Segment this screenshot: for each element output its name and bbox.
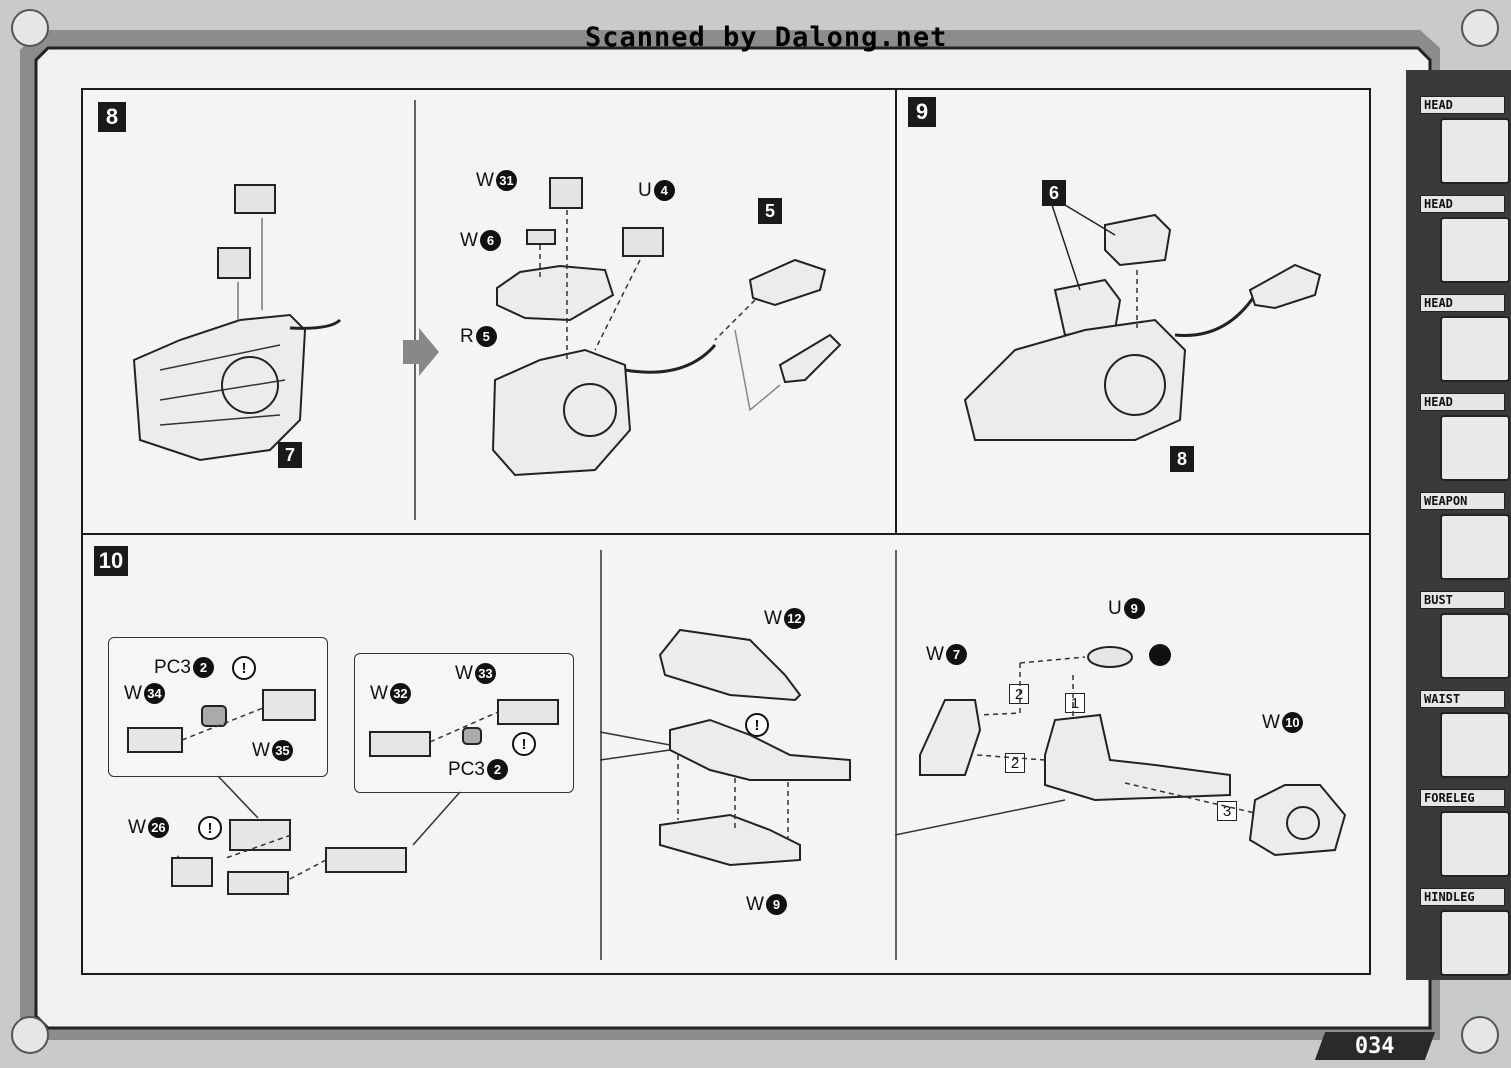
step-9-assembly-drawing <box>963 204 1322 441</box>
tab-label: HINDLEG <box>1420 888 1505 906</box>
warning-icon: ! <box>512 732 536 756</box>
sequence-marker-2a: 2 <box>1009 684 1029 704</box>
waist-icon <box>1440 712 1510 778</box>
step-9-ref-8: 8 <box>1170 446 1194 472</box>
tab-head-1[interactable]: HEAD <box>1418 96 1511 186</box>
warning-icon: ! <box>745 713 769 737</box>
lion-head-icon <box>1440 118 1510 184</box>
grid-lines <box>83 90 1369 960</box>
tab-weapon[interactable]: WEAPON <box>1418 492 1511 582</box>
tab-label: WEAPON <box>1420 492 1505 510</box>
step-10-left-drawing <box>127 689 559 895</box>
sequence-marker-1: 1 <box>1065 693 1085 713</box>
tab-bust[interactable]: BUST <box>1418 591 1511 681</box>
warning-icon: ! <box>232 656 256 680</box>
step-8-assembly-drawing <box>491 177 842 477</box>
page-number: 034 <box>1314 1032 1436 1060</box>
foreleg-icon <box>1440 811 1510 877</box>
tab-foreleg[interactable]: FORELEG <box>1418 789 1511 879</box>
hindleg-icon <box>1440 910 1510 976</box>
step-8-ref-7: 7 <box>278 442 302 468</box>
bust-icon <box>1440 613 1510 679</box>
step-8-body-drawing <box>132 184 342 462</box>
tab-head-4[interactable]: HEAD <box>1418 393 1511 483</box>
step-9-ref-6: 6 <box>1042 180 1066 206</box>
tab-head-2[interactable]: HEAD <box>1418 195 1511 285</box>
tab-label: HEAD <box>1420 195 1505 213</box>
tab-label: BUST <box>1420 591 1505 609</box>
tab-head-3[interactable]: HEAD <box>1418 294 1511 384</box>
tab-label: FORELEG <box>1420 789 1505 807</box>
tab-label: WAIST <box>1420 690 1505 708</box>
lion-head-icon <box>1440 217 1510 283</box>
step-8-badge: 8 <box>98 102 126 132</box>
step-10-middle-drawing <box>600 628 851 867</box>
scan-credit-title: Scanned by Dalong.net <box>585 22 948 53</box>
tab-waist[interactable]: WAIST <box>1418 690 1511 780</box>
tab-label: HEAD <box>1420 393 1505 411</box>
step-8-ref-5: 5 <box>758 198 782 224</box>
lion-head-icon <box>1440 415 1510 481</box>
sequence-marker-2b: 2 <box>1005 753 1025 773</box>
weapon-icon <box>1440 514 1510 580</box>
tab-hindleg[interactable]: HINDLEG <box>1418 888 1511 978</box>
step-10-badge: 10 <box>94 546 128 576</box>
section-tabs: HEAD HEAD HEAD HEAD WEAPON BUST WAIST FO… <box>1406 70 1511 980</box>
lion-head-icon <box>1440 316 1510 382</box>
tab-label: HEAD <box>1420 96 1505 114</box>
step-9-badge: 9 <box>908 97 936 127</box>
step-10-right-drawing <box>895 644 1347 857</box>
warning-icon: ! <box>198 816 222 840</box>
tab-label: HEAD <box>1420 294 1505 312</box>
